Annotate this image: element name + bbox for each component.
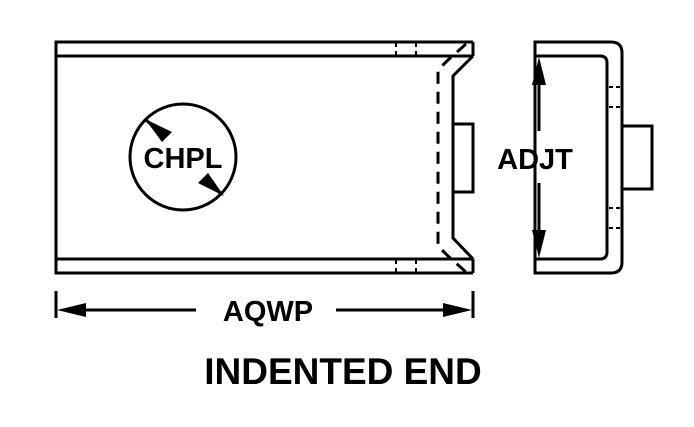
channel-inner [535,54,609,261]
arrow-head [57,303,86,317]
channel-hidden-ticks [609,86,620,229]
hole-circle [128,102,238,212]
arrow-head [443,303,472,317]
end-view: ADJT [497,40,654,275]
arrow-head [145,119,172,142]
channel-outer [533,40,624,275]
diameter-arrows [144,118,224,196]
length-label: AQWP [223,296,313,328]
length-dimension: AQWP [54,291,475,328]
arrow-head [532,57,546,85]
end-tab [451,122,475,194]
height-label: ADJT [497,144,573,176]
indented-end-profile [451,54,475,261]
body-outline [54,40,473,275]
top-view: CHPL [54,40,475,275]
flange-hidden-ticks [395,43,417,272]
height-dimension [532,57,546,258]
arrow-head [532,230,546,258]
arrow-head [198,173,224,196]
end-view-tab [620,124,654,191]
diameter-label: CHPL [144,143,223,175]
hidden-indent-line [436,42,467,274]
drawing-title: INDENTED END [204,351,482,392]
